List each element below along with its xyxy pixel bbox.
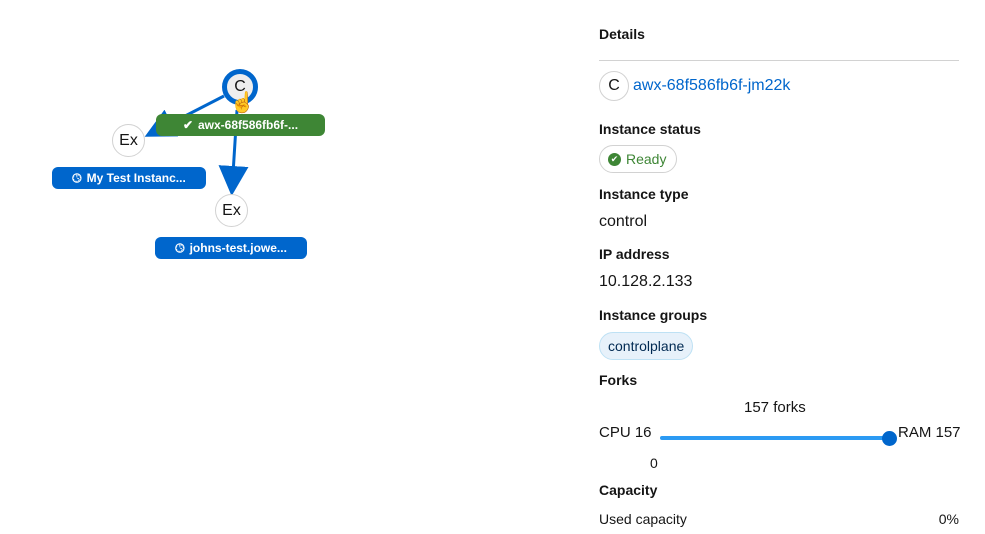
divider [599,60,959,61]
forks-slider-thumb[interactable] [882,431,897,446]
forks-slider-track[interactable] [660,436,890,440]
node-control[interactable]: C [222,69,258,105]
node-execution[interactable]: Ex [112,124,145,157]
ram-label: RAM 157 [898,424,961,441]
used-capacity-label: Used capacity [599,511,687,527]
capacity-label: Capacity [599,482,658,498]
check-icon: ✔ [182,118,193,132]
forks-label: Forks [599,372,638,388]
details-title: Details [599,26,645,42]
topology-edges [144,94,249,196]
node-type-icon: C [599,71,629,101]
node-badge[interactable]: 🕓︎My Test Instanc... [52,167,206,189]
node-badge[interactable]: ✔awx-68f586fb6f-... [156,114,325,136]
cpu-label: CPU 16 [599,424,652,441]
ip-value: 10.128.2.133 [599,273,693,290]
forks-value: 157 forks [744,399,806,416]
groups-label: Instance groups [599,307,708,323]
clock-icon: 🕓︎ [175,240,185,255]
node-badge[interactable]: 🕓︎johns-test.jowe... [155,237,307,259]
used-capacity-value: 0% [938,511,959,527]
ip-label: IP address [599,246,670,262]
type-label: Instance type [599,186,689,202]
status-label: Instance status [599,121,701,137]
slider-min: 0 [650,455,658,471]
type-value: control [599,213,648,230]
instance-group-chip[interactable]: controlplane [599,332,694,360]
clock-icon: 🕓︎ [72,170,82,185]
node-execution[interactable]: Ex [215,194,248,227]
check-circle-icon: ✔ [608,152,621,166]
pointer-cursor-icon: ☝ [230,92,255,114]
status-badge: ✔Ready [599,145,678,173]
instance-link[interactable]: awx-68f586fb6f-jm22k [633,77,791,94]
